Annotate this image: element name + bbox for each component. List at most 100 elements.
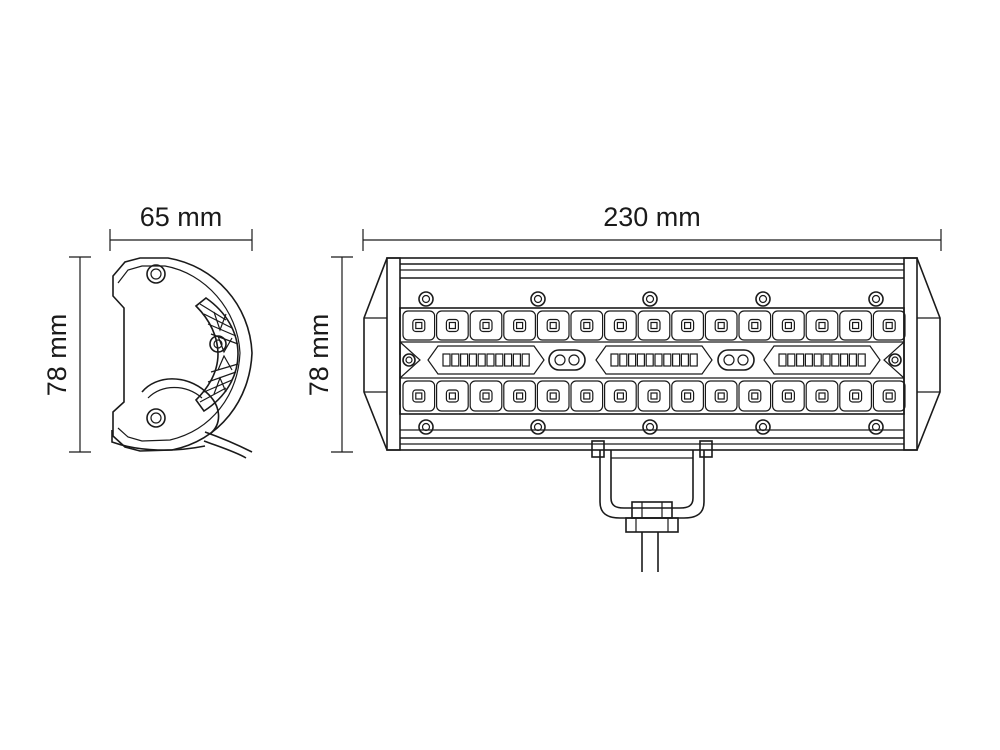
- small-led-3-6: [822, 353, 831, 367]
- lower-led-core-9: [683, 392, 692, 400]
- small-led-3-3: [795, 353, 805, 367]
- upper-led-core-11: [751, 321, 759, 330]
- lower-led-chip-12: [781, 389, 796, 403]
- small-led-1-1: [442, 353, 451, 367]
- lower-led-cell-15: [872, 380, 906, 412]
- mounting-bracket: [591, 440, 713, 533]
- small-led-1-2: [451, 353, 460, 367]
- upper-led-cell-15: [872, 310, 906, 341]
- small-led-3-10: [857, 353, 866, 367]
- upper-led-cell-9: [671, 310, 704, 341]
- lower-led-cell-8: [637, 380, 671, 412]
- connector-dot-left-1: [554, 354, 566, 366]
- front-screw-top-center-1: [421, 294, 431, 304]
- small-led-1-10: [521, 353, 530, 367]
- small-led-frame-2: [595, 345, 713, 375]
- side-bottom-screw: [146, 408, 166, 428]
- small-led-2-7: [663, 353, 672, 367]
- upper-led-cell-7: [603, 310, 637, 341]
- upper-led-core-14: [851, 321, 860, 330]
- upper-led-core-5: [549, 321, 557, 330]
- upper-led-core-10: [717, 321, 725, 330]
- side-height-label: 78 mm: [42, 314, 72, 397]
- front-screw-bottom-3: [642, 419, 658, 435]
- lower-led-cell-10: [704, 380, 738, 412]
- lower-led-core-7: [616, 392, 625, 400]
- lower-led-chip-11: [748, 389, 762, 403]
- small-led-1-6: [486, 353, 495, 367]
- upper-led-core-12: [784, 321, 793, 330]
- lower-led-core-4: [515, 392, 524, 400]
- small-led-2-9: [680, 353, 690, 367]
- lower-led-core-11: [751, 392, 759, 400]
- side-height-dimension: 78 mm: [42, 256, 91, 453]
- lower-led-core-8: [650, 392, 658, 400]
- lower-led-cell-14: [839, 380, 872, 412]
- lower-led-core-14: [851, 392, 860, 400]
- upper-led-core-4: [515, 321, 524, 330]
- small-led-1-9: [512, 353, 522, 367]
- small-led-frame-3: [763, 345, 881, 375]
- upper-led-row: [402, 310, 906, 341]
- right-end-cap: [903, 257, 941, 451]
- connector-oval-1: [548, 349, 586, 371]
- front-screw-top-center-5: [871, 294, 881, 304]
- lower-led-cell-13: [805, 380, 839, 412]
- bottom-screw-row: [418, 419, 884, 435]
- upper-led-core-2: [448, 321, 456, 330]
- lower-led-cell-2: [436, 380, 469, 412]
- side-width-dimension: 65 mm: [109, 202, 253, 251]
- small-led-3-2: [787, 353, 796, 367]
- lower-led-cell-4: [503, 380, 536, 412]
- lower-led-chip-1: [412, 389, 426, 403]
- lower-led-core-10: [717, 392, 725, 400]
- lower-led-cell-6: [570, 380, 604, 412]
- small-led-1-3: [460, 353, 469, 367]
- upper-led-chip-7: [613, 318, 628, 333]
- lower-led-core-5: [549, 392, 557, 400]
- upper-led-chip-14: [848, 318, 863, 333]
- lower-led-cell-11: [738, 380, 772, 412]
- small-led-2-5: [645, 353, 654, 367]
- upper-led-cell-2: [436, 310, 469, 341]
- lower-led-core-15: [885, 392, 893, 400]
- small-led-2-4: [636, 353, 646, 367]
- front-screw-top-4: [755, 291, 771, 307]
- small-led-2-3: [627, 353, 637, 367]
- small-led-1-8: [504, 353, 513, 367]
- lower-led-cell-9: [671, 380, 704, 412]
- upper-led-core-15: [885, 321, 893, 330]
- upper-led-cell-6: [570, 310, 604, 341]
- lower-led-row: [402, 380, 906, 412]
- front-screw-top-3: [642, 291, 658, 307]
- front-screw-bottom-center-2: [533, 422, 543, 432]
- upper-led-cell-1: [402, 310, 436, 341]
- front-height-dimension: 78 mm: [304, 256, 353, 453]
- side-view: 65 mm 78 mm: [42, 202, 253, 459]
- front-height-label: 78 mm: [304, 314, 334, 397]
- lower-led-chip-8: [647, 389, 661, 403]
- upper-led-chip-5: [546, 318, 560, 333]
- upper-led-chip-1: [412, 318, 426, 333]
- front-screw-top-5: [868, 291, 884, 307]
- lower-led-cell-7: [603, 380, 637, 412]
- upper-led-cell-3: [469, 310, 503, 341]
- front-screw-bottom-center-3: [645, 422, 655, 432]
- front-screw-bottom-5: [868, 419, 884, 435]
- front-width-dimension: 230 mm: [362, 202, 942, 251]
- front-screw-bottom-4: [755, 419, 771, 435]
- front-screw-top-center-4: [758, 294, 768, 304]
- upper-led-chip-4: [512, 318, 527, 333]
- front-screw-bottom-2: [530, 419, 546, 435]
- lower-led-chip-7: [613, 389, 628, 403]
- small-led-2-10: [689, 353, 698, 367]
- front-screw-top-center-3: [645, 294, 655, 304]
- small-led-2-2: [619, 353, 628, 367]
- front-screw-top-center-2: [533, 294, 543, 304]
- lower-led-core-2: [448, 392, 456, 400]
- side-reflector-fins: [199, 303, 239, 403]
- small-led-3-4: [804, 353, 814, 367]
- small-led-2-8: [671, 353, 681, 367]
- side-width-label: 65 mm: [140, 202, 223, 232]
